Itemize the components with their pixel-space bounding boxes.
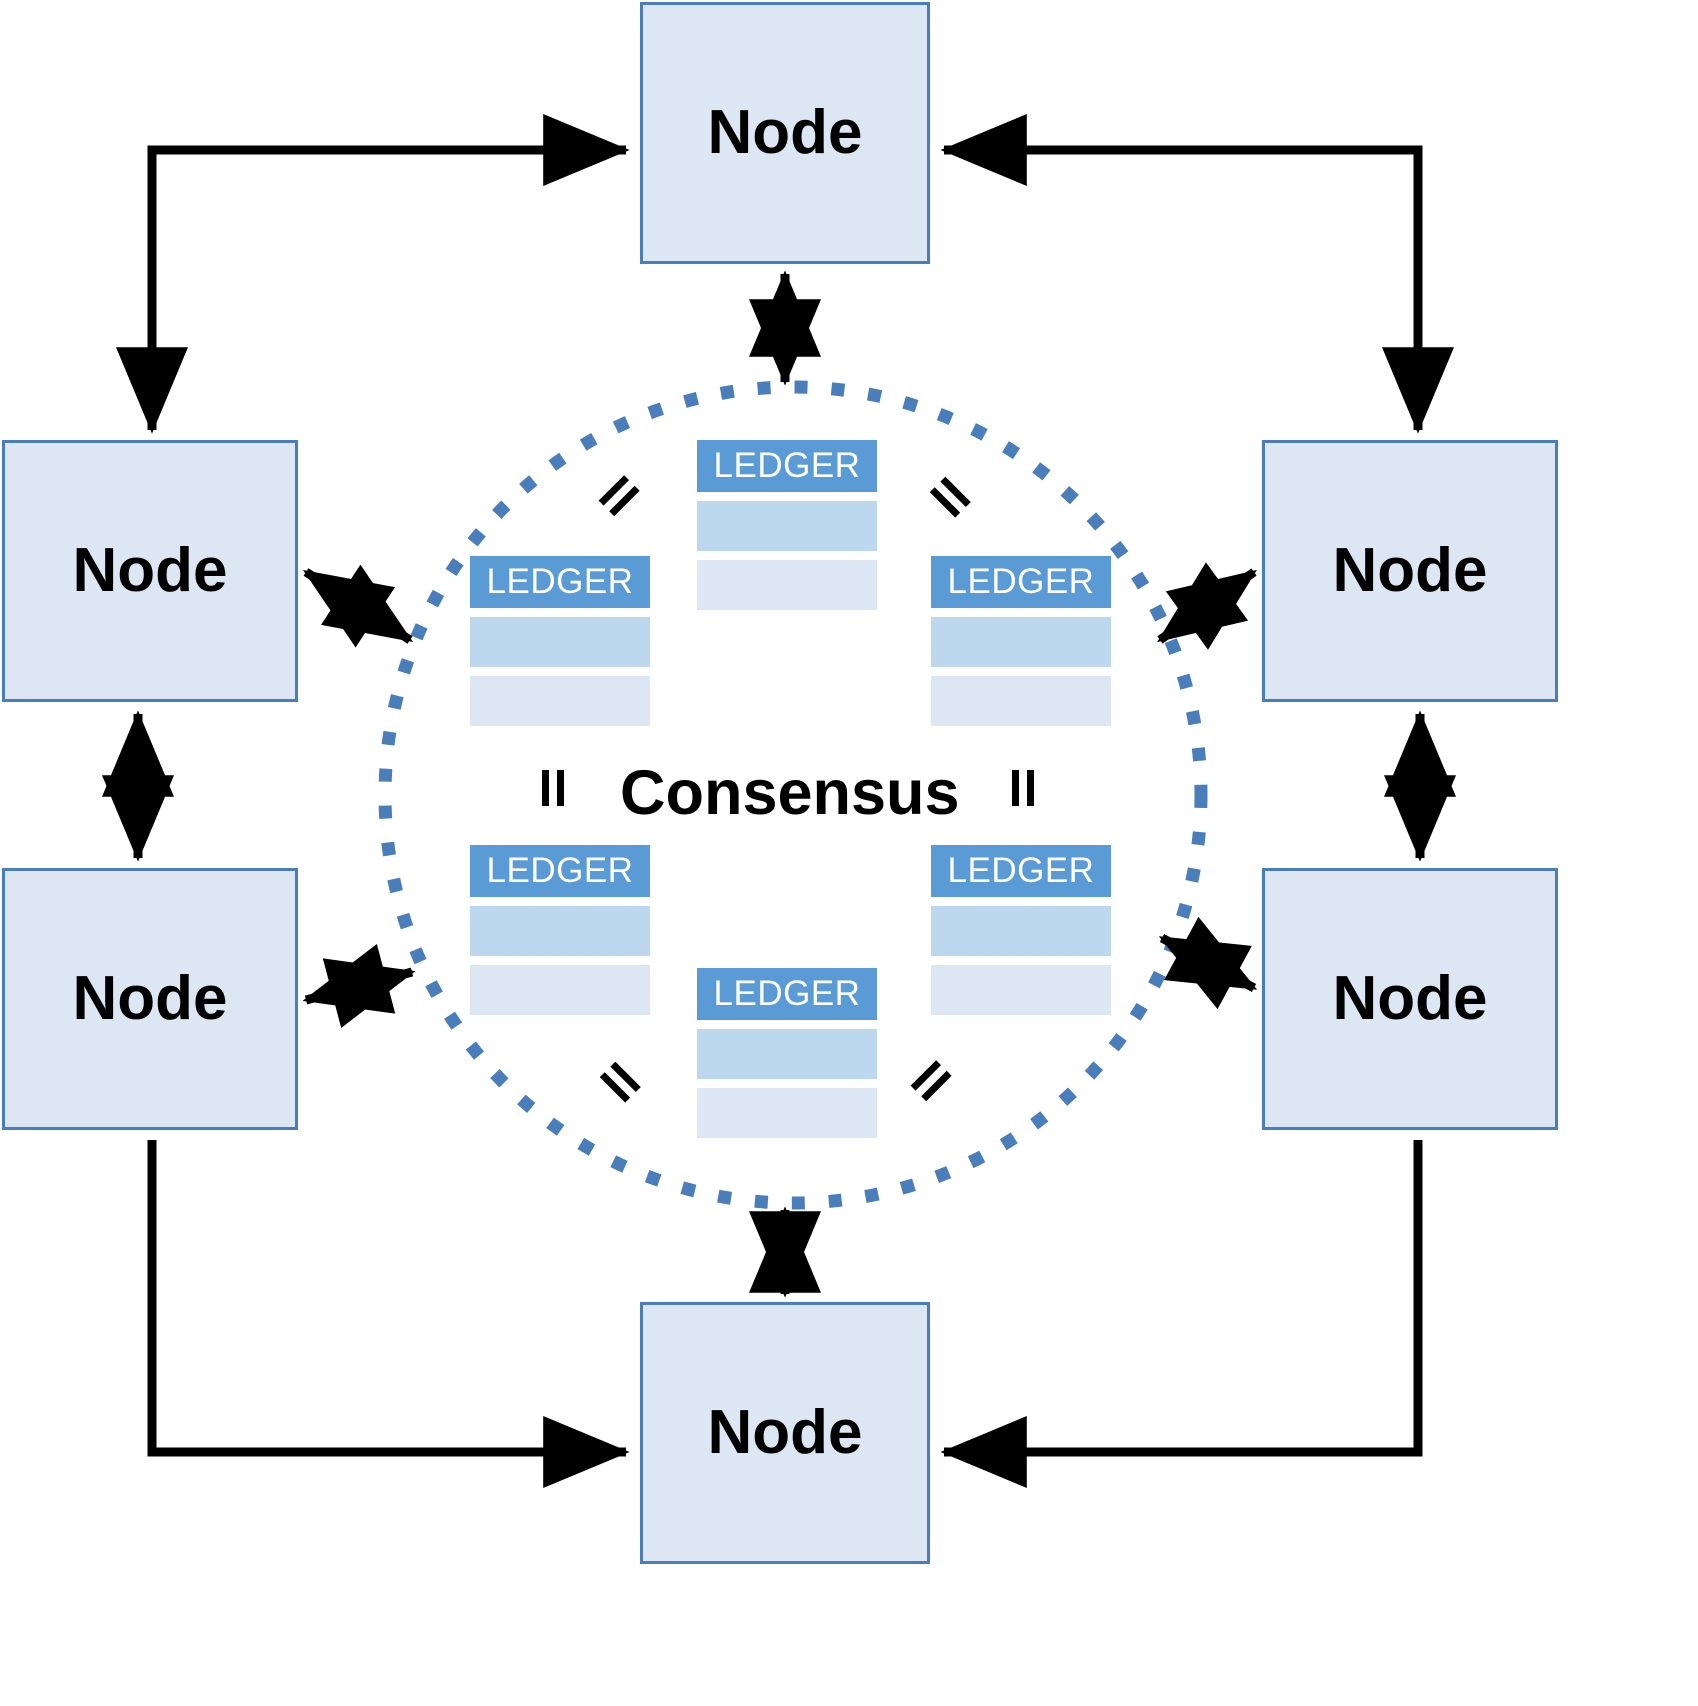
ledger-row-2 — [470, 676, 650, 726]
ledger-row-2 — [697, 560, 877, 610]
node-label: Node — [707, 1398, 863, 1467]
ledger-row-1 — [697, 1029, 877, 1079]
ledger-stack-left-upper[interactable]: LEDGER — [470, 556, 650, 726]
ledger-header: LEDGER — [470, 556, 650, 608]
ledger-row-2 — [931, 676, 1111, 726]
ledger-row-1 — [931, 906, 1111, 956]
ledger-header: LEDGER — [931, 845, 1111, 897]
ledger-stack-right-lower[interactable]: LEDGER — [931, 845, 1111, 1015]
node-label: Node — [72, 964, 228, 1033]
connector-rightupper-to-circle — [1157, 562, 1257, 650]
ledger-row-1 — [931, 617, 1111, 667]
ledger-stack-left-lower[interactable]: LEDGER — [470, 845, 650, 1015]
equals-icon-top-left — [593, 471, 641, 519]
ledger-stack-bottom[interactable]: LEDGER — [697, 968, 877, 1138]
ledger-stack-right-upper[interactable]: LEDGER — [931, 556, 1111, 726]
equals-icon-top-right — [927, 471, 975, 519]
connector-leftlower-to-circle — [302, 944, 416, 1028]
connector-bottomleft-elbow — [147, 1140, 630, 1488]
node-box-left-upper[interactable]: Node — [2, 440, 298, 702]
ledger-header: LEDGER — [697, 968, 877, 1020]
node-label: Node — [707, 98, 863, 167]
ledger-row-1 — [697, 501, 877, 551]
node-label: Node — [1332, 964, 1488, 1033]
ledger-header: LEDGER — [697, 440, 877, 492]
ledger-header: LEDGER — [470, 845, 650, 897]
connector-bottomright-elbow — [940, 1140, 1423, 1488]
ledger-row-2 — [470, 965, 650, 1015]
ledger-row-2 — [931, 965, 1111, 1015]
ledger-row-2 — [697, 1088, 877, 1138]
equals-icon-bottom-left — [597, 1056, 645, 1104]
equals-icon-bottom-right — [905, 1056, 953, 1104]
equals-icon-center-left — [538, 770, 572, 806]
connector-rightlower-to-circle — [1158, 916, 1258, 1010]
consensus-label: Consensus — [620, 758, 960, 828]
node-label: Node — [72, 536, 228, 605]
connector-topright-elbow — [940, 114, 1454, 434]
connector-leftupper-to-circle — [302, 564, 414, 648]
ledger-stack-top[interactable]: LEDGER — [697, 440, 877, 610]
ledger-header: LEDGER — [931, 556, 1111, 608]
node-box-top[interactable]: Node — [640, 2, 930, 264]
connector-topleft-elbow — [116, 114, 630, 434]
node-box-bottom[interactable]: Node — [640, 1302, 930, 1564]
node-box-left-lower[interactable]: Node — [2, 868, 298, 1130]
node-label: Node — [1332, 536, 1488, 605]
equals-icon-center-right — [1008, 770, 1042, 806]
node-box-right-upper[interactable]: Node — [1262, 440, 1558, 702]
node-box-right-lower[interactable]: Node — [1262, 868, 1558, 1130]
ledger-row-1 — [470, 617, 650, 667]
ledger-row-1 — [470, 906, 650, 956]
